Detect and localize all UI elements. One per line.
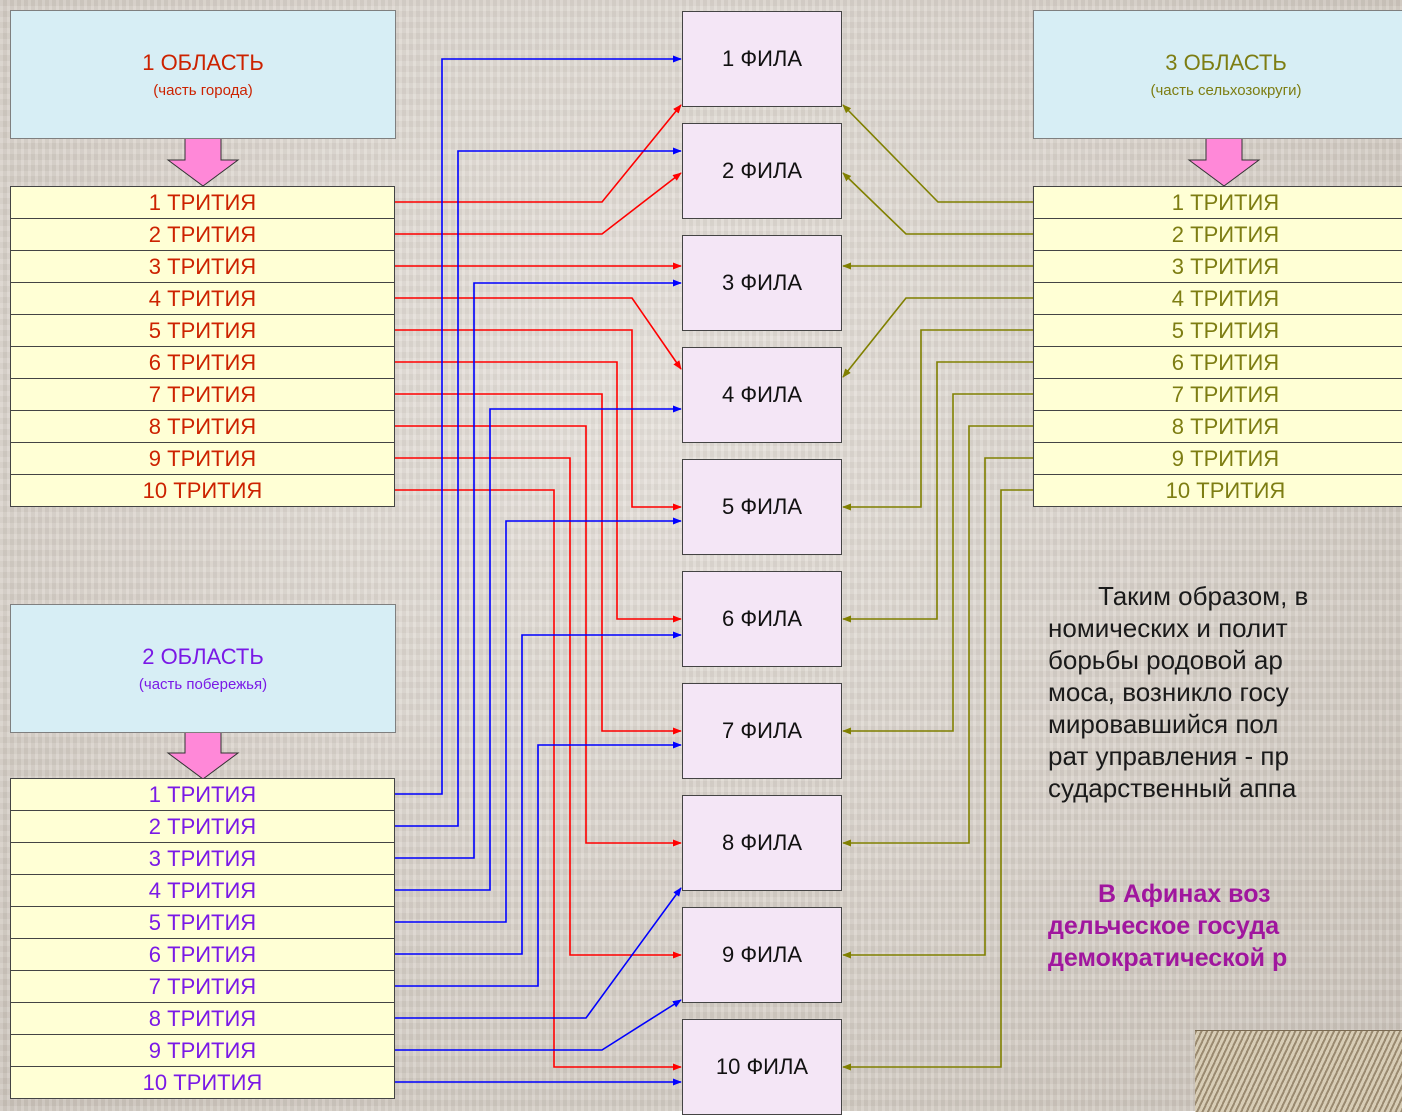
region-3-trittys-10: 10 ТРИТИЯ: [1033, 474, 1402, 507]
region-1-title: 1 ОБЛАСТЬ: [142, 50, 264, 75]
para-line-7: сударственный аппа: [1048, 773, 1297, 803]
phyle-8-box: 8 ФИЛА: [682, 795, 842, 891]
phyle-4-box: 4 ФИЛА: [682, 347, 842, 443]
region-3-trittys-6: 6 ТРИТИЯ: [1033, 346, 1402, 379]
region-2-link-5: [395, 517, 682, 923]
para-line-6: рат управления - пр: [1048, 741, 1289, 771]
region-1-trittys-1: 1 ТРИТИЯ: [10, 186, 395, 219]
phyle-9-box: 9 ФИЛА: [682, 907, 842, 1003]
para-line-1: Таким образом, в: [1098, 581, 1309, 611]
para-line-5: мировавшийся пол: [1048, 709, 1279, 739]
phyle-2-box: 2 ФИЛА: [682, 123, 842, 219]
region-3-trittys-3: 3 ТРИТИЯ: [1033, 250, 1402, 283]
region-2-link-2: [395, 147, 682, 827]
region-3-subtitle: (часть сельхозокруги): [1150, 82, 1302, 99]
region-3-link-1: [842, 104, 1033, 203]
region-1-link-2: [395, 172, 682, 235]
region-1-trittys-9: 9 ТРИТИЯ: [10, 442, 395, 475]
region-3-down-arrow: [1187, 137, 1261, 187]
region-2-trittys-10: 10 ТРИТИЯ: [10, 1066, 395, 1099]
region-1-link-1: [395, 104, 682, 203]
para-line-2: номических и полит: [1048, 613, 1288, 643]
region-1-link-7: [395, 393, 682, 735]
region-1-link-6: [395, 361, 682, 623]
region-1-trittys-8: 8 ТРИТИЯ: [10, 410, 395, 443]
region-3-trittys-5: 5 ТРИТИЯ: [1033, 314, 1402, 347]
region-1-link-5: [395, 329, 682, 511]
region-2-link-8: [395, 887, 682, 1019]
region-1-trittys-6: 6 ТРИТИЯ: [10, 346, 395, 379]
region-2-down-arrow: [166, 730, 240, 780]
conclusion-bold: В Афинах воз дельческое госуда демократи…: [1048, 878, 1287, 974]
region-1-link-9: [395, 457, 682, 959]
region-3-trittys-2: 2 ТРИТИЯ: [1033, 218, 1402, 251]
region-3-link-8: [842, 425, 1033, 847]
region-2-link-7: [395, 741, 682, 987]
region-3-title: 3 ОБЛАСТЬ: [1165, 50, 1287, 75]
acropolis-engraving: [1195, 1030, 1402, 1112]
region-3-link-6: [842, 361, 1033, 623]
region-3-link-5: [842, 329, 1033, 511]
region-3-trittys-4: 4 ТРИТИЯ: [1033, 282, 1402, 315]
region-2-trittys-9: 9 ТРИТИЯ: [10, 1034, 395, 1067]
region-3-link-9: [842, 457, 1033, 959]
region-3-box: 3 ОБЛАСТЬ (часть сельхозокруги): [1033, 10, 1402, 139]
region-3-trittys-8: 8 ТРИТИЯ: [1033, 410, 1402, 443]
region-2-trittys-6: 6 ТРИТИЯ: [10, 938, 395, 971]
para-line-4: моса, возникло госу: [1048, 677, 1289, 707]
bold-line-2: дельческое госуда: [1048, 912, 1280, 940]
region-1-trittys-5: 5 ТРИТИЯ: [10, 314, 395, 347]
region-1-link-4: [395, 297, 682, 370]
region-1-box: 1 ОБЛАСТЬ (часть города): [10, 10, 396, 139]
region-2-box: 2 ОБЛАСТЬ (часть побережья): [10, 604, 396, 733]
region-2-subtitle: (часть побережья): [138, 676, 268, 693]
phyle-10-box: 10 ФИЛА: [682, 1019, 842, 1115]
region-1-trittys-2: 2 ТРИТИЯ: [10, 218, 395, 251]
phyle-1-box: 1 ФИЛА: [682, 11, 842, 107]
region-3-link-10: [842, 489, 1033, 1071]
region-2-trittys-7: 7 ТРИТИЯ: [10, 970, 395, 1003]
region-2-trittys-4: 4 ТРИТИЯ: [10, 874, 395, 907]
region-3-link-2: [842, 172, 1033, 235]
region-1-subtitle: (часть города): [153, 82, 253, 99]
region-1-trittys-4: 4 ТРИТИЯ: [10, 282, 395, 315]
region-1-trittys-7: 7 ТРИТИЯ: [10, 378, 395, 411]
region-2-link-6: [395, 631, 682, 955]
region-1-trittys-10: 10 ТРИТИЯ: [10, 474, 395, 507]
region-2-link-4: [395, 405, 682, 891]
phyle-5-box: 5 ФИЛА: [682, 459, 842, 555]
region-2-link-1: [395, 55, 682, 795]
phyle-6-box: 6 ФИЛА: [682, 571, 842, 667]
phyle-3-box: 3 ФИЛА: [682, 235, 842, 331]
region-3-trittys-7: 7 ТРИТИЯ: [1033, 378, 1402, 411]
phyle-7-box: 7 ФИЛА: [682, 683, 842, 779]
para-line-3: борьбы родовой ар: [1048, 645, 1283, 675]
conclusion-paragraph: Таким образом, в номических и полит борь…: [1048, 580, 1402, 804]
region-1-trittys-3: 3 ТРИТИЯ: [10, 250, 395, 283]
region-2-link-3: [395, 279, 682, 859]
bold-line-3: демократической р: [1048, 944, 1288, 972]
region-2-trittys-2: 2 ТРИТИЯ: [10, 810, 395, 843]
region-2-trittys-1: 1 ТРИТИЯ: [10, 778, 395, 811]
region-2-title: 2 ОБЛАСТЬ: [142, 644, 264, 669]
region-2-trittys-3: 3 ТРИТИЯ: [10, 842, 395, 875]
region-2-trittys-5: 5 ТРИТИЯ: [10, 906, 395, 939]
region-3-trittys-1: 1 ТРИТИЯ: [1033, 186, 1402, 219]
region-1-down-arrow: [166, 137, 240, 187]
region-3-link-7: [842, 393, 1033, 735]
region-3-trittys-9: 9 ТРИТИЯ: [1033, 442, 1402, 475]
region-3-link-4: [842, 297, 1033, 378]
region-2-link-9: [395, 999, 682, 1051]
bold-line-1: В Афинах воз: [1098, 880, 1271, 908]
region-2-trittys-8: 8 ТРИТИЯ: [10, 1002, 395, 1035]
